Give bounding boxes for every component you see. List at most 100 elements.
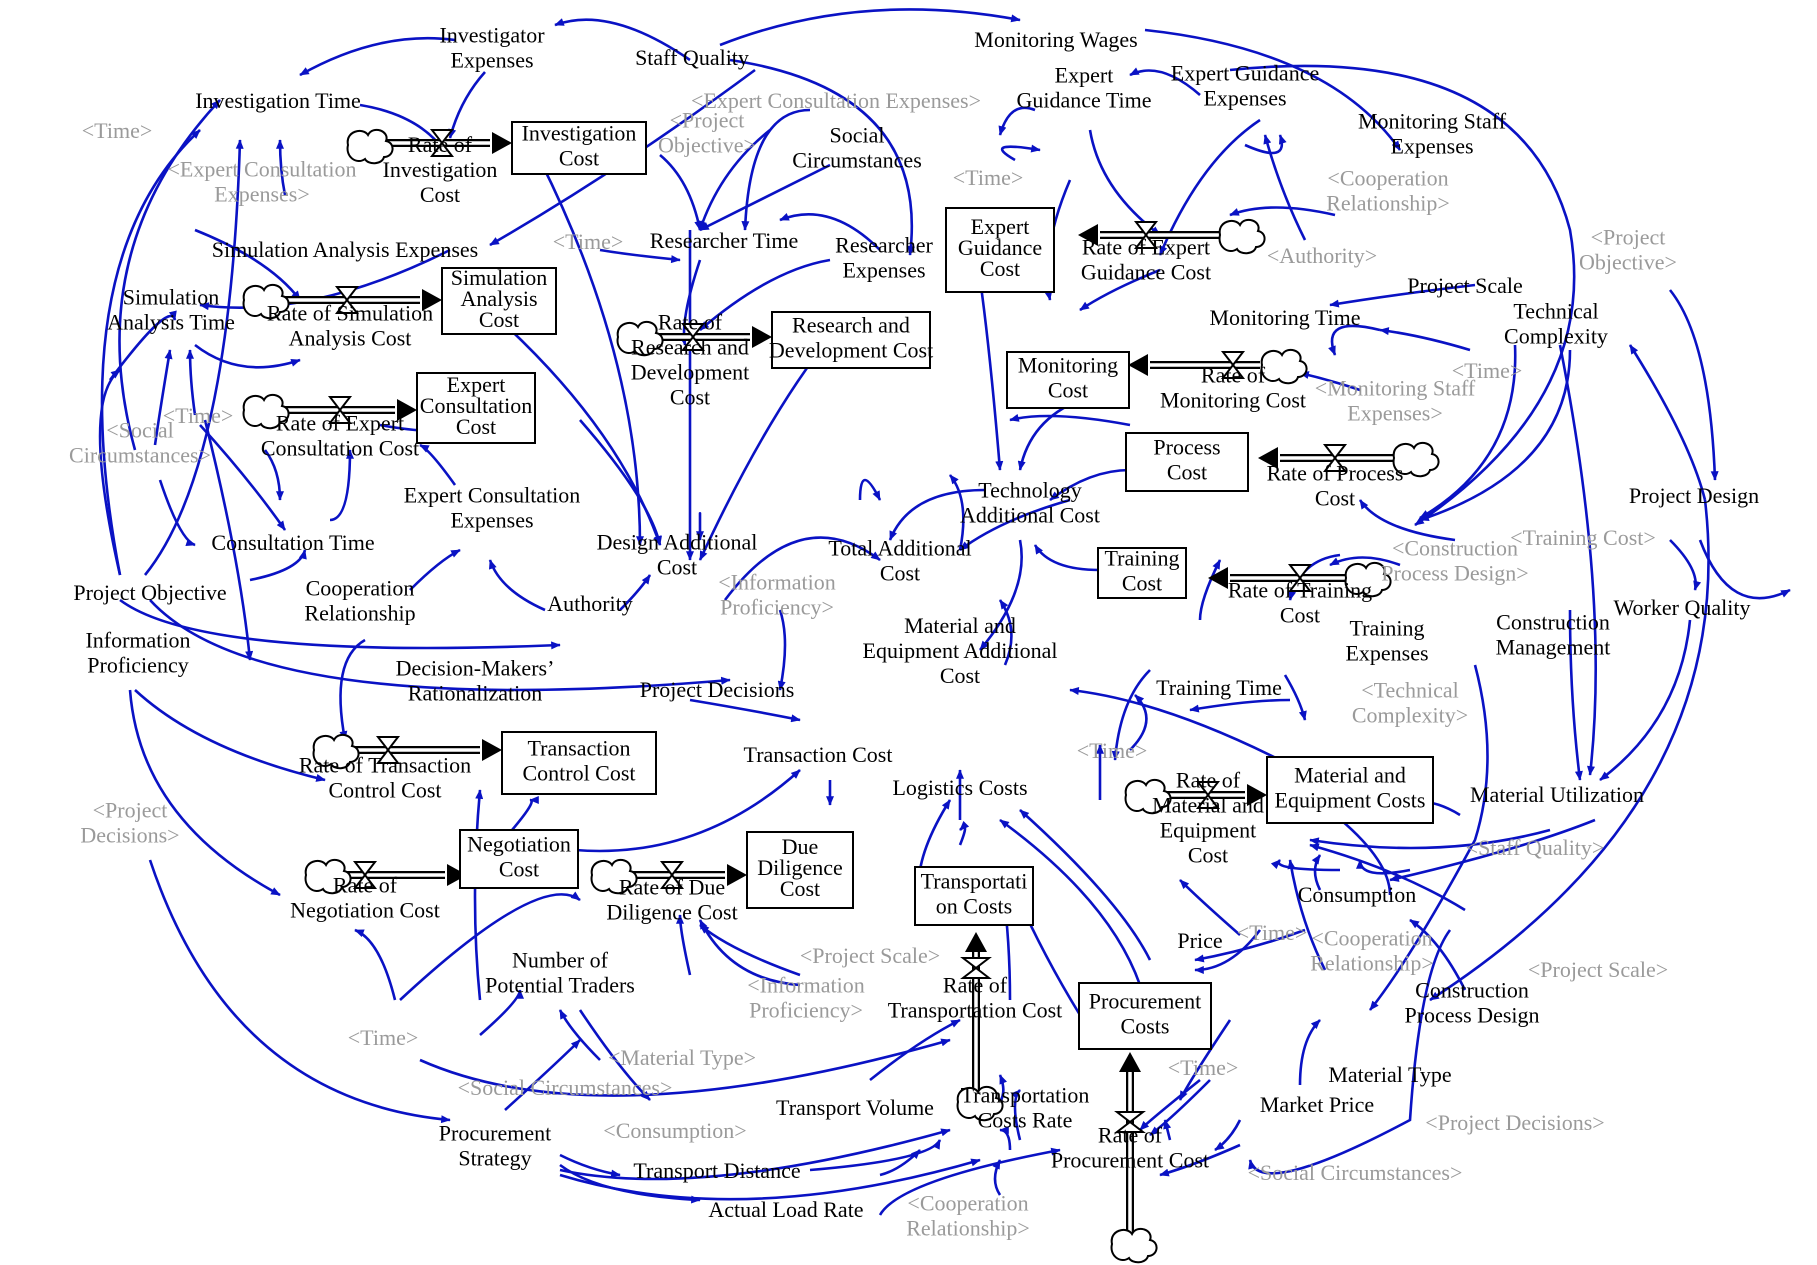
rate-due-diligence-line: Diligence Cost <box>606 900 737 925</box>
rate-material-equipment-line: Cost <box>1188 843 1228 868</box>
stock-box <box>501 731 657 795</box>
var-expert-guidance-expenses-line: Expert Guidance <box>1171 61 1319 86</box>
shadow-expert-consultation-expenses-2-line: <Expert Consultation <box>168 157 357 182</box>
rate-material-equipment-line: Material and <box>1152 793 1264 818</box>
stock-box <box>511 121 647 175</box>
var-transport-volume: Transport Volume <box>776 1095 934 1120</box>
shadow-project-decisions-1-line: <Project <box>93 798 168 823</box>
rate-material-equipment-line: Rate of <box>1176 768 1241 793</box>
rate-investigation-line: Investigation <box>383 157 498 182</box>
shadow-social-circumstances-2-line: <Social Circumstances> <box>458 1075 673 1100</box>
stock-label-line: Cost <box>1167 460 1207 485</box>
var-material-type: Material Type <box>1328 1062 1451 1087</box>
var-material-equipment-additional-cost-line: Cost <box>940 663 980 688</box>
stock-label-line: Cost <box>559 146 599 171</box>
stock-box <box>1097 547 1187 599</box>
shadow-material-type-1: <Material Type> <box>608 1045 756 1070</box>
rate-transaction-control-line: Rate of Transaction <box>299 753 471 778</box>
stock-label-line: on Costs <box>936 894 1012 919</box>
var-investigator-expenses-line: Expenses <box>450 48 533 73</box>
stock-label-line: Guidance <box>958 235 1042 260</box>
stock-label-line: Control Cost <box>522 761 635 786</box>
var-material-equipment-additional-cost-line: Material and <box>904 613 1016 638</box>
stock-label-line: Training <box>1105 546 1180 571</box>
shadow-project-scale-1-line: <Project Scale> <box>800 943 940 968</box>
shadow-time-6: <Time> <box>1077 738 1147 763</box>
cloud-icon <box>346 128 394 165</box>
var-project-decisions: Project Decisions <box>640 677 795 702</box>
shadow-social-circumstances-3-line: <Social Circumstances> <box>1248 1160 1463 1185</box>
var-design-additional-cost-line: Cost <box>657 555 697 580</box>
shadow-information-proficiency-1-line: Proficiency> <box>720 595 834 620</box>
stock-label-line: Transaction <box>527 736 630 761</box>
shadow-cooperation-relationship-2-line: Relationship> <box>1310 951 1434 976</box>
shadow-time-2: <Time> <box>553 229 623 254</box>
var-simulation-analysis-time-line: Analysis Time <box>107 310 235 335</box>
shadow-social-circumstances-1-line: <Social <box>106 418 173 443</box>
rate-expert-consultation-line: Rate of Expert <box>276 411 404 436</box>
rate-transportation-line: Transportation Cost <box>888 998 1063 1023</box>
var-expert-consultation-expenses-line: Expert Consultation <box>404 483 581 508</box>
valve-icon <box>1322 444 1348 472</box>
stock-label-line: Analysis <box>461 286 538 311</box>
rate-material-equipment-line: Equipment <box>1160 818 1257 843</box>
valve-icon <box>327 396 353 424</box>
var-expert-guidance-expenses-line: Expenses <box>1203 86 1286 111</box>
var-worker-quality-line: Worker Quality <box>1614 595 1751 620</box>
var-staff-quality-line: Staff Quality <box>635 45 749 70</box>
rate-investigation-line: Rate of <box>408 132 473 157</box>
valve-icon <box>352 861 378 889</box>
stock-label-line: Transportati <box>921 869 1028 894</box>
var-logistics-costs-line: Logistics Costs <box>892 775 1027 800</box>
var-consumption: Consumption <box>1298 882 1417 907</box>
stock-box <box>1266 756 1434 824</box>
var-decision-makers-rationalization-line: Rationalization <box>408 681 542 706</box>
var-transaction-cost: Transaction Cost <box>744 742 893 767</box>
var-expert-guidance-time-line: Expert <box>1055 63 1114 88</box>
shadow-staff-quality-1-line: <Staff Quality> <box>1466 835 1605 860</box>
shadow-project-objective-1-line: Objective> <box>658 133 756 158</box>
shadow-time-1-line: <Time> <box>82 118 152 143</box>
rate-monitoring-line: Rate of <box>1201 363 1266 388</box>
var-procurement-strategy-line: Strategy <box>458 1146 531 1171</box>
rate-simulation-line: Analysis Cost <box>289 326 412 351</box>
stock-label-line: Consultation <box>420 393 532 418</box>
shadow-consumption-1-line: <Consumption> <box>603 1118 746 1143</box>
var-decision-makers-rationalization-line: Decision-Makers’ <box>396 656 555 681</box>
stock-label-line: Cost <box>456 414 496 439</box>
shadow-monitoring-staff-expenses-1-line: <Monitoring Staff <box>1315 376 1476 401</box>
var-transportation-costs-rate-line: Transportation <box>961 1083 1090 1108</box>
rate-process-line: Cost <box>1315 486 1355 511</box>
shadow-staff-quality-1: <Staff Quality> <box>1466 835 1605 860</box>
shadow-cooperation-relationship-2-line: <Cooperation <box>1311 926 1432 951</box>
stock-label-line: Expert <box>447 372 506 397</box>
